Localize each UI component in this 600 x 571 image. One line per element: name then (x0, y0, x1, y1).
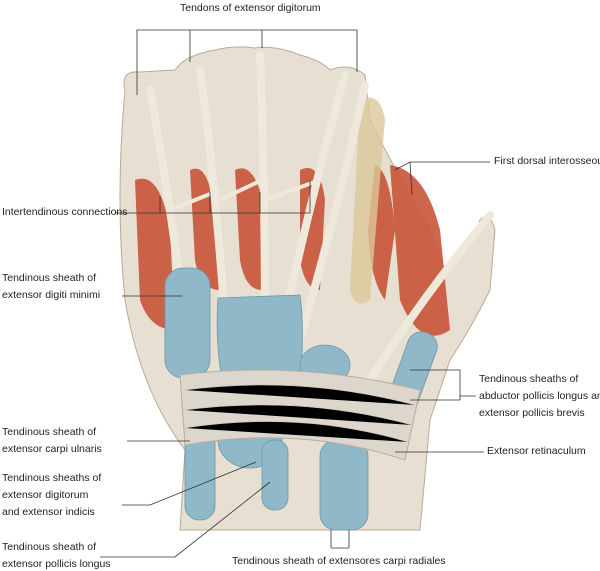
leader-ecr (330, 530, 350, 549)
label-sheath-ecr: Tendinous sheath of extensores carpi rad… (232, 555, 446, 567)
label-line: Tendinous sheath of (2, 541, 96, 553)
label-line: abductor pollicis longus and (479, 390, 600, 402)
leader-first-dorsal-interosseous (394, 161, 490, 196)
leader-ed-ei (122, 461, 257, 506)
leader-epl (100, 481, 271, 558)
leader-intertendinous (116, 180, 311, 214)
label-sheaths-ed-ei: Tendinous sheaths of extensor digitorum … (2, 470, 101, 521)
label-line: and extensor indicis (2, 506, 95, 518)
label-line: extensor pollicis brevis (479, 407, 585, 419)
leader-lines (100, 29, 490, 558)
intertendinous-connections (169, 178, 321, 212)
sheath-extensor-digitorum (216, 294, 303, 381)
label-line: extensor digitorum (2, 489, 89, 501)
label-sheath-epl: Tendinous sheath of extensor pollicis lo… (2, 539, 111, 571)
sheath-extensor-pollicis-longus (261, 439, 289, 511)
label-line: extensor digiti minimi (2, 289, 101, 301)
label-line: Tendinous sheaths of (2, 472, 102, 484)
sheath-extensores-carpi-radiales (319, 439, 369, 531)
first-dorsal-interosseous-muscle (390, 165, 450, 336)
label-sheaths-apl-epb: Tendinous sheaths of abductor pollicis l… (479, 371, 600, 422)
leader-apl-epb (410, 369, 476, 401)
label-tendons-extensor-digitorum: Tendons of extensor digitorum (180, 2, 321, 14)
label-line: extensor pollicis longus (2, 558, 111, 570)
label-extensor-retinaculum: Extensor retinaculum (487, 445, 586, 457)
label-intertendinous-connections: Intertendinous connections (2, 206, 128, 218)
label-line: Tendinous sheath of (2, 272, 96, 284)
label-line: Tendinous sheaths of (479, 373, 579, 385)
label-line: Tendinous sheath of (2, 426, 96, 438)
label-line: extensor carpi ulnaris (2, 443, 102, 455)
label-first-dorsal-interosseous: First dorsal interosseous (494, 155, 600, 167)
label-sheath-ecu: Tendinous sheath of extensor carpi ulnar… (2, 424, 102, 458)
sheath-extensor-digiti-minimi (164, 267, 211, 379)
leader-tendons (136, 29, 358, 95)
label-sheath-edm: Tendinous sheath of extensor digiti mini… (2, 270, 100, 304)
